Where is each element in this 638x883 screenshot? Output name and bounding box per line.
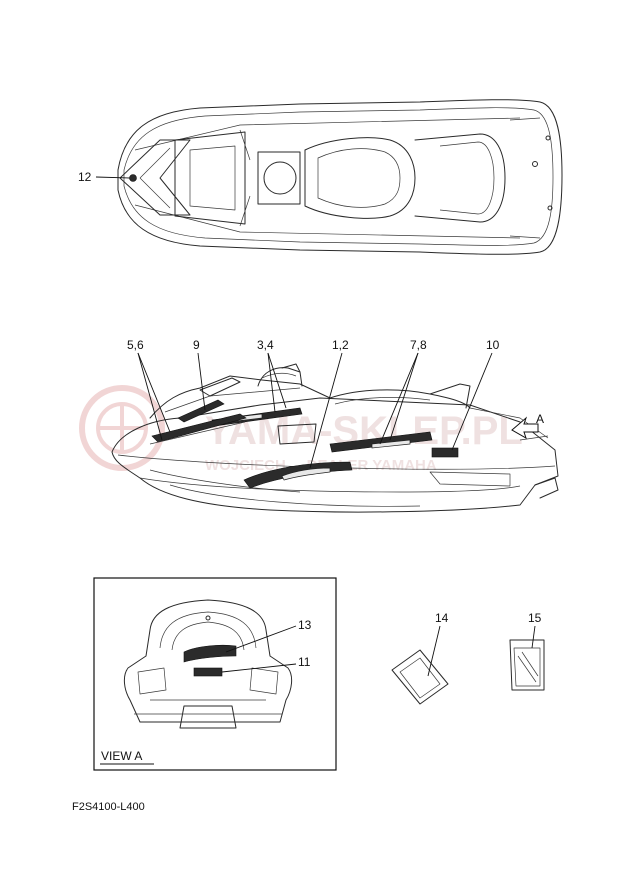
callout-9: 9: [193, 338, 200, 352]
callout-14: 14: [435, 611, 449, 625]
view-a-arrow-label: A: [536, 412, 544, 426]
view-a-box: 13 11 VIEW A: [93, 577, 337, 771]
bow-emblem-decal: [129, 174, 137, 182]
side-view-callouts: 5,6 9 3,4 1,2 7,8 10 A: [127, 338, 544, 469]
callout-15: 15: [528, 611, 542, 625]
callout-13: 13: [298, 618, 312, 632]
rear-name-decal: [183, 644, 237, 663]
top-view-craft: [117, 99, 563, 255]
figure-code: F2S4100-L400: [72, 801, 145, 813]
part-15-pouch: 15: [509, 611, 545, 691]
callout-12: 12: [78, 170, 92, 184]
callout-10: 10: [486, 338, 500, 352]
top-view-callouts: 12: [78, 170, 131, 184]
callout-3-4: 3,4: [257, 338, 274, 352]
yamaha-logo-decal: [431, 447, 459, 458]
part-14-card: 14: [391, 611, 449, 705]
view-a-label: VIEW A: [101, 749, 142, 763]
rear-logo-decal: [193, 667, 223, 677]
watermark-logo-icon: [79, 385, 165, 471]
callout-5-6: 5,6: [127, 338, 144, 352]
callout-7-8: 7,8: [410, 338, 427, 352]
callout-1-2: 1,2: [332, 338, 349, 352]
view-a-arrow-icon: [511, 416, 539, 440]
side-view-craft: [111, 363, 559, 513]
callout-11: 11: [298, 655, 311, 669]
side-stripe-decal: [151, 413, 247, 443]
